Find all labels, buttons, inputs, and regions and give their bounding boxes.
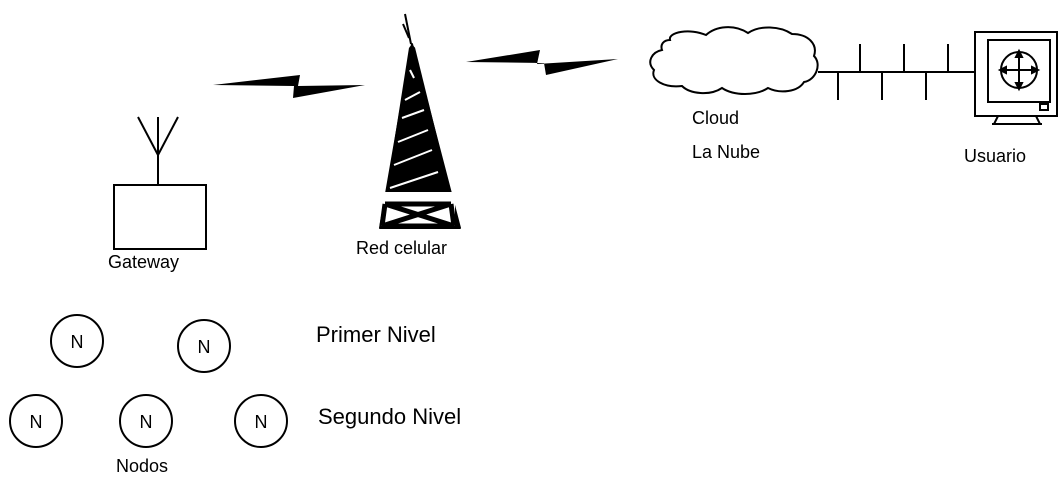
lightning-link-icon [466,50,618,75]
node-icon: N [9,394,63,448]
node-icon: N [177,319,231,373]
node-letter: N [198,337,211,357]
usuario-label: Usuario [964,146,1026,166]
node-letter: N [140,412,153,432]
la-nube-label: La Nube [692,142,760,162]
cell-tower-lattice [379,192,457,229]
cell-tower-icon [379,13,461,229]
node-letter: N [255,412,268,432]
gateway-label: Gateway [108,252,179,272]
network-bus-icon [818,44,975,100]
node-letter: N [71,332,84,352]
node-icon: N [119,394,173,448]
monitor-icon [974,31,1058,125]
red-celular-label: Red celular [356,238,447,258]
node-icon: N [234,394,288,448]
lightning-link-icon [213,75,365,98]
cloud-label: Cloud [692,108,739,128]
nodos-label: Nodos [116,456,168,476]
segundo-nivel-label: Segundo Nivel [318,404,461,429]
cloud-icon [649,26,819,95]
node-icon: N [50,314,104,368]
primer-nivel-label: Primer Nivel [316,322,436,347]
node-letter: N [30,412,43,432]
gateway-icon [113,116,207,250]
